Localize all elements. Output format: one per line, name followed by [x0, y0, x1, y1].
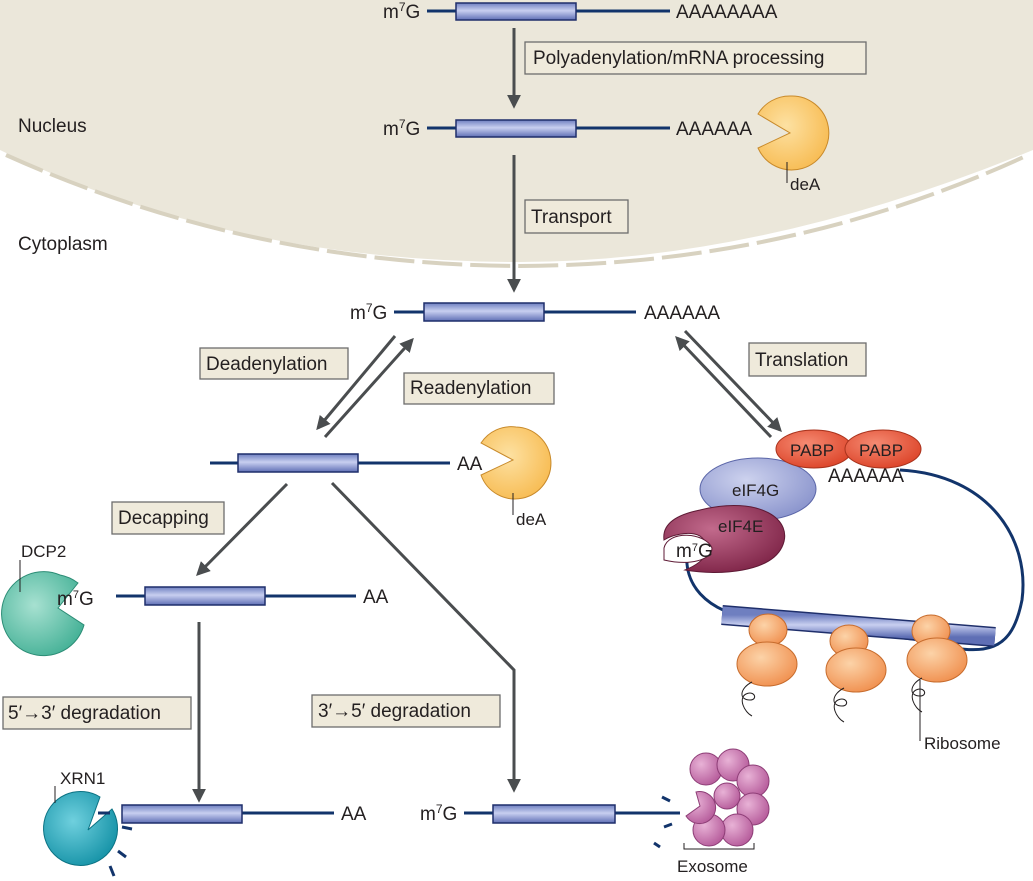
ribosome-label: Ribosome — [924, 734, 1001, 753]
step-box-readenylation — [403, 372, 555, 405]
step-box-polyadenylation — [524, 41, 867, 75]
cap-label: m7G — [383, 117, 420, 140]
mrna-xrn1-target: AA — [121, 804, 367, 825]
pabp-label: PABP — [790, 441, 834, 460]
step-deadenylation: Deadenylation — [206, 354, 327, 375]
nascent-peptides — [741, 677, 926, 723]
pabp-protein — [844, 429, 922, 469]
dea-label-2: deA — [516, 510, 547, 529]
xrn1-label: XRN1 — [60, 769, 105, 788]
xrn1-fragments — [98, 811, 133, 877]
mrna-cytoplasmic: m7G AAAAAA — [350, 301, 720, 324]
step-deg53: 5′→3′ degradation — [8, 703, 161, 724]
dea-enzyme — [757, 95, 830, 171]
exosome-fragments — [653, 795, 673, 849]
step-box-deg35 — [311, 694, 501, 728]
step-box-deadenylation — [199, 347, 349, 380]
nuclear-envelope — [5, 153, 1029, 269]
polya-tail-bound: AAAAAA — [828, 466, 904, 487]
nucleus-label: Nucleus — [18, 116, 87, 137]
cap-released: m7G — [57, 589, 94, 610]
ribosome — [825, 624, 887, 693]
mrna-deadenylated: AA — [210, 453, 483, 475]
eif4e-label: eIF4E — [718, 517, 763, 536]
polya-tail: AA — [457, 454, 483, 475]
mrna-decapped: AA — [116, 586, 389, 608]
step-deg35: 3′→5′ degradation — [318, 701, 471, 722]
step-readenylation: Readenylation — [410, 378, 531, 399]
cap-label: m7G — [420, 802, 457, 825]
mrna-processed: m7G AAAAAA — [383, 117, 752, 140]
polya-tail: AAAAAAAA — [676, 2, 778, 23]
eif4e-protein — [663, 505, 786, 573]
step-transport: Transport — [531, 207, 612, 228]
cap-bound: m7G — [676, 541, 713, 562]
coding-region — [423, 302, 545, 322]
coding-region — [144, 586, 266, 606]
pabp-label: PABP — [859, 441, 903, 460]
ribosome — [736, 613, 798, 687]
mrna-nascent: m7G AAAAAAAA — [383, 0, 778, 23]
cytoplasm-label: Cytoplasm — [18, 234, 108, 255]
translation-complex: Ribosome eIF4G eIF4E m7G PABP PABP AAAAA… — [663, 429, 1025, 753]
dcp2-enzyme — [1, 571, 85, 657]
polya-tail: AA — [363, 587, 389, 608]
coding-region — [237, 453, 359, 473]
polya-tail: AAAAAA — [644, 303, 720, 324]
exosome-label: Exosome — [677, 857, 748, 876]
step-box-decapping — [111, 501, 225, 535]
step-polyadenylation: Polyadenylation/mRNA processing — [533, 48, 825, 69]
step-box-deg53 — [2, 696, 192, 730]
dcp2-label: DCP2 — [21, 542, 66, 561]
coding-region — [455, 119, 577, 138]
coding-region — [121, 804, 243, 824]
eif4g-label: eIF4G — [732, 481, 779, 500]
coding-region — [492, 804, 616, 824]
step-translation: Translation — [755, 350, 848, 371]
polya-tail: AAAAAA — [676, 119, 752, 140]
coding-region — [455, 2, 577, 21]
dea-enzyme-2 — [480, 426, 552, 500]
polya-tail: AA — [341, 804, 367, 825]
xrn1-enzyme — [43, 790, 119, 866]
exosome-complex — [685, 748, 770, 847]
step-box-transport — [524, 199, 629, 234]
ribosome — [906, 614, 968, 683]
step-box-translation — [748, 342, 867, 377]
step-decapping: Decapping — [118, 508, 209, 529]
dea-label: deA — [790, 175, 821, 194]
cap-label: m7G — [383, 0, 420, 23]
cap-label: m7G — [350, 301, 387, 324]
mrna-exosome-target: m7G — [420, 802, 680, 825]
